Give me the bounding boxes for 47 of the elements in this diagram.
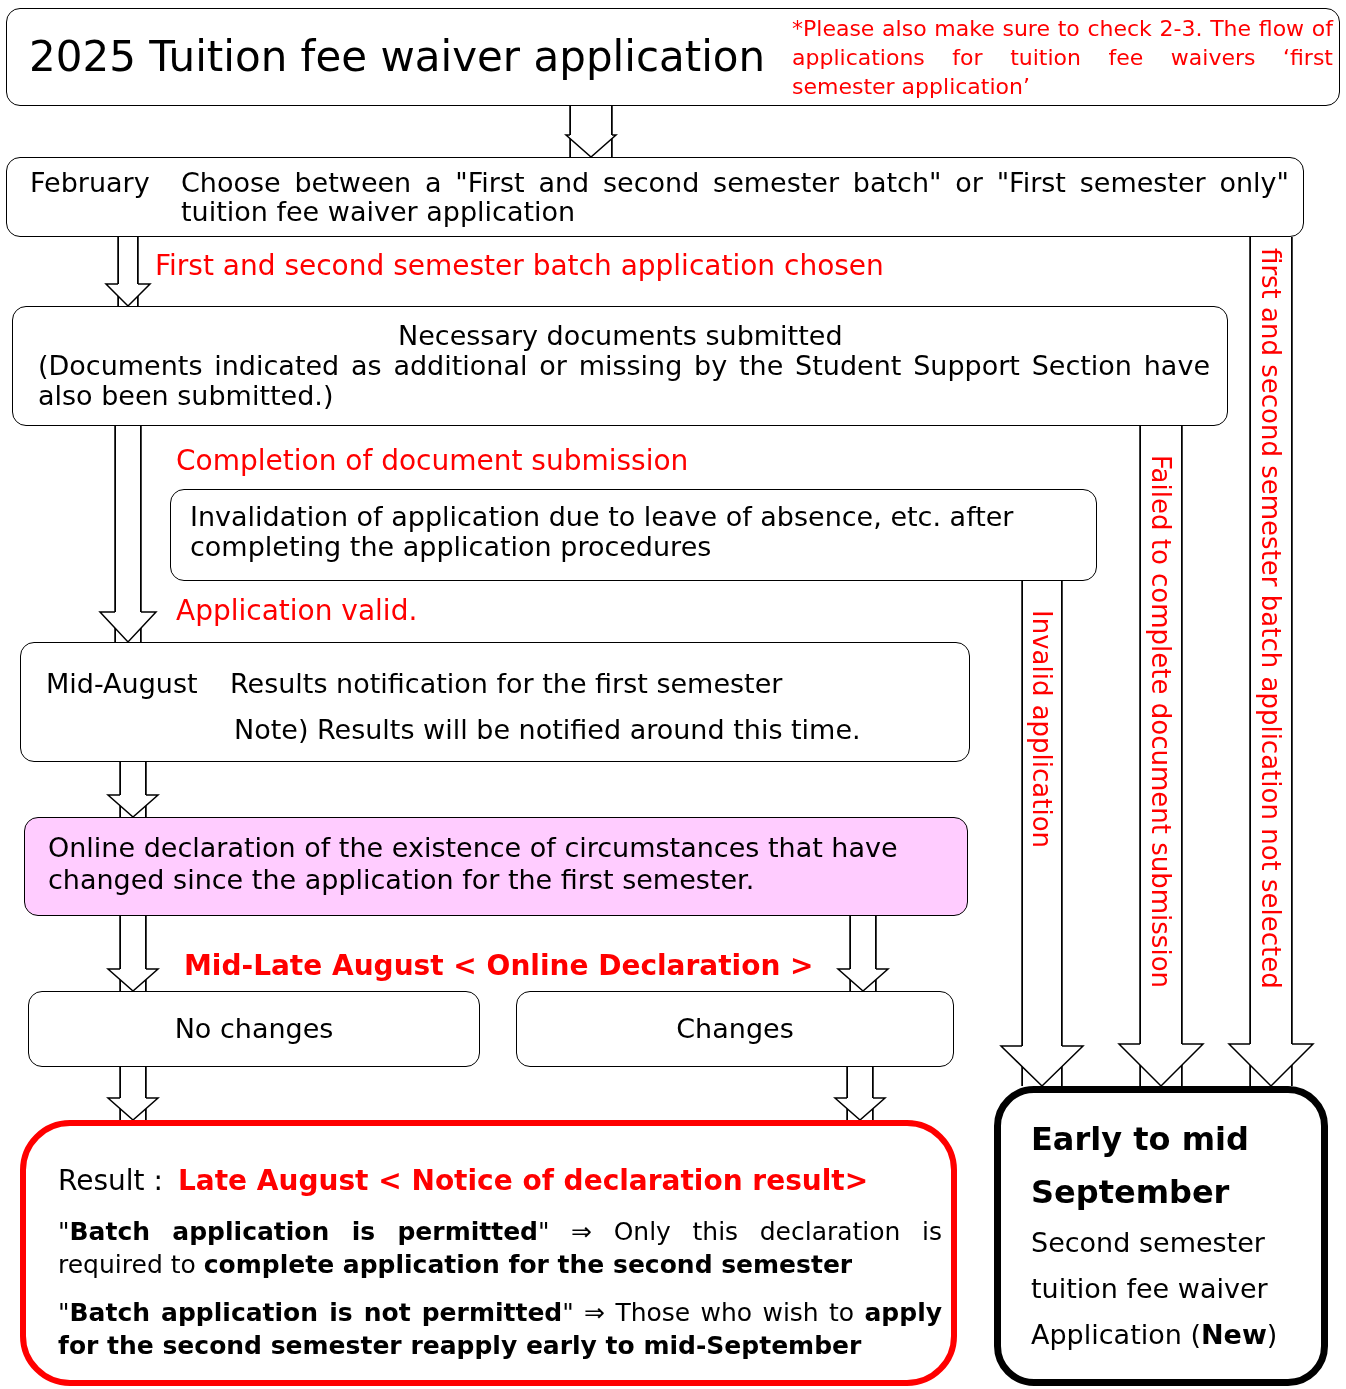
outcome-box <box>516 991 954 1067</box>
block-arrow <box>107 1067 159 1121</box>
step-box <box>170 489 1097 581</box>
block-arrow <box>1000 581 1084 1087</box>
step-box <box>20 642 970 762</box>
step-heading: Necessary documents submitted <box>398 321 843 351</box>
outcome-text: No changes <box>174 1014 334 1044</box>
result-label: Result : <box>58 1164 163 1198</box>
step-text: Invalidation of application due to leave of absence, etc. after completing the application procedures <box>190 502 1015 562</box>
result-heading: Late August < Notice of declaration result> <box>178 1164 869 1198</box>
month-label: February <box>30 168 150 198</box>
edge-label: First and second semester batch application chosen <box>155 251 884 281</box>
edge-label: Completion of document submission <box>176 446 689 476</box>
note-text: *Please also make sure to check 2-3. The flow of applications for tuition fee waivers ‘first semester application’ <box>792 15 1333 101</box>
step-box <box>12 306 1228 426</box>
result-text: "Batch application is not permitted" ⇒ Those who wish to apply for the second semester reapply early to mid-September <box>58 1297 942 1362</box>
block-arrow <box>837 916 889 992</box>
period-label: Mid-Late August < Online Declaration > <box>184 951 814 981</box>
edge-label: Failed to complete document submission <box>1146 455 1176 988</box>
edge-label: first and second semester batch application not selected <box>1256 248 1286 989</box>
title-box <box>6 8 1340 106</box>
result-text: "Batch application is permitted" ⇒ Only this declaration is required to complete application for the second semester <box>58 1216 942 1281</box>
block-arrow <box>1118 426 1204 1087</box>
edge-label: Invalid application <box>1027 610 1057 849</box>
month-label: Mid-August <box>46 669 198 699</box>
outcome-box <box>28 991 480 1067</box>
block-arrow <box>1228 237 1314 1087</box>
result-box <box>20 1120 957 1386</box>
title-text: 2025 Tuition fee waiver application <box>29 33 766 81</box>
condition-label: Application valid. <box>176 596 418 626</box>
step-text: (Documents indicated as additional or missing by the Student Support Section have also been submitted.) <box>38 351 1210 411</box>
note-text: Note) Results will be notified around this time. <box>234 715 861 745</box>
block-arrow <box>99 426 157 643</box>
step-text: Online declaration of the existence of circumstances that have changed since the application for the first semester. <box>48 832 899 896</box>
period-heading: Early to mid September <box>1031 1119 1250 1213</box>
declaration-box <box>24 817 968 916</box>
block-arrow <box>105 237 151 307</box>
block-arrow <box>107 916 159 992</box>
step-text: Second semester tuition fee waiver Application (New) <box>1031 1226 1279 1352</box>
outcome-text: Changes <box>676 1014 794 1044</box>
step-box <box>6 157 1304 237</box>
step-text: Results notification for the first semester <box>230 669 783 699</box>
block-arrow <box>565 106 617 158</box>
block-arrow <box>107 762 159 818</box>
step-text: Choose between a "First and second semester batch" or "First semester only" tuition fee waiver application <box>181 168 1289 226</box>
block-arrow <box>834 1067 886 1121</box>
reapplication-box <box>994 1086 1328 1386</box>
